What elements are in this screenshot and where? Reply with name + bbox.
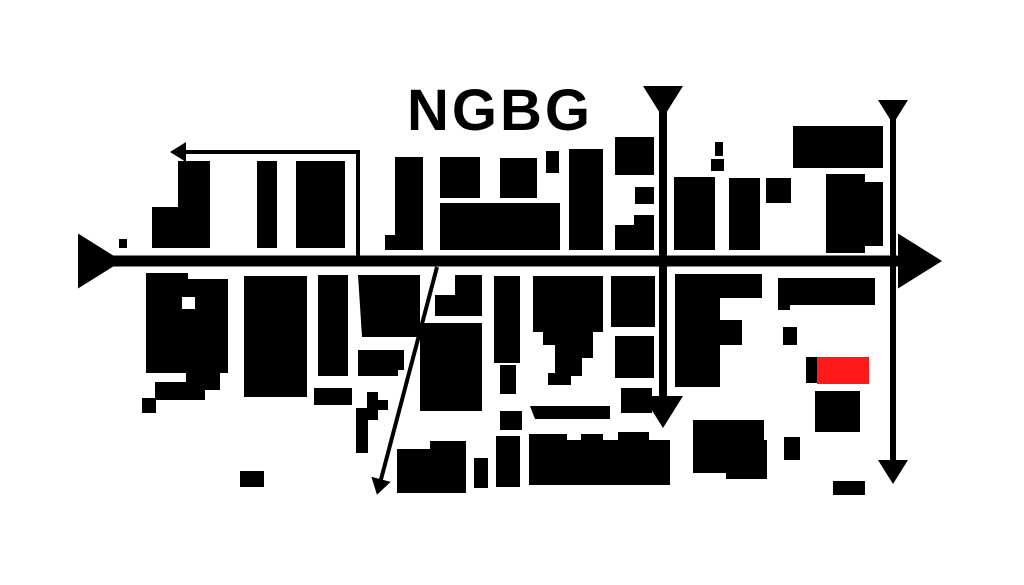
building-block	[533, 276, 603, 385]
map-title: NGBG	[407, 78, 593, 143]
building-block	[496, 436, 520, 487]
courtyard	[182, 297, 195, 309]
building-block	[693, 420, 767, 479]
building-block	[318, 275, 348, 376]
building-block	[244, 276, 307, 397]
building-block	[766, 178, 791, 203]
building-block	[611, 276, 655, 327]
building-block	[569, 149, 603, 250]
building-block	[435, 275, 482, 316]
building-block	[530, 406, 610, 419]
building-block	[257, 161, 277, 248]
building-block	[500, 411, 522, 430]
building-block	[715, 142, 723, 156]
building-block	[474, 458, 488, 488]
loop-arrow	[170, 142, 360, 257]
diagonal-arrow	[371, 266, 439, 495]
building-block	[356, 392, 388, 453]
building-block	[296, 161, 345, 248]
building-block	[314, 388, 352, 405]
building-block	[142, 398, 156, 413]
building-block	[711, 159, 724, 171]
building-block	[615, 336, 654, 378]
building-block	[826, 174, 883, 253]
building-block	[783, 327, 797, 345]
building-block	[806, 357, 818, 383]
building-block	[146, 273, 228, 400]
building-block	[397, 441, 466, 493]
building-block	[546, 151, 559, 173]
building-block	[675, 274, 762, 387]
building-block	[152, 161, 210, 248]
building-block	[494, 276, 520, 363]
building-block	[385, 157, 423, 250]
building-block	[500, 158, 537, 198]
building-block	[621, 388, 652, 413]
north-blocks	[119, 126, 883, 253]
building-block	[358, 275, 420, 337]
building-block	[529, 432, 670, 485]
highlighted-building	[817, 357, 869, 384]
building-block	[729, 178, 760, 250]
building-block	[793, 126, 883, 168]
building-block	[420, 323, 482, 411]
building-block	[815, 391, 860, 432]
building-block	[358, 350, 404, 376]
building-block	[240, 471, 264, 487]
building-block	[615, 215, 654, 250]
building-block	[500, 365, 516, 394]
building-block	[833, 481, 865, 495]
building-block	[778, 278, 875, 310]
building-block	[119, 239, 127, 248]
building-block	[615, 137, 654, 204]
south-blocks	[142, 273, 875, 495]
circulation-arrows	[78, 86, 942, 495]
building-block	[784, 437, 800, 460]
building-block	[440, 157, 480, 198]
building-block	[674, 177, 715, 250]
building-block	[440, 203, 560, 250]
